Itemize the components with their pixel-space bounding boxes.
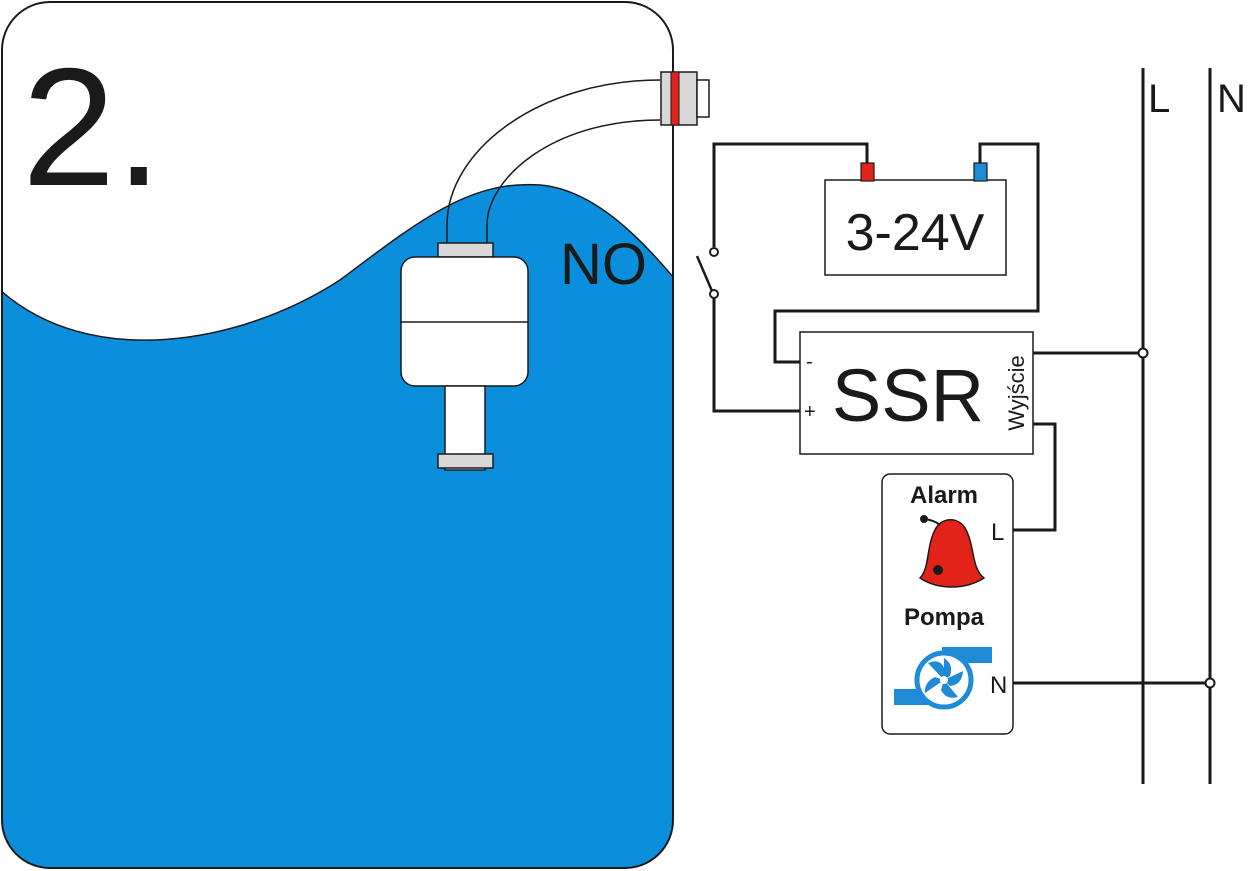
terminal-negative [973, 162, 988, 182]
load-l-label: L [991, 519, 1004, 546]
float-cable-inner [486, 119, 661, 245]
bell-icon [918, 515, 986, 588]
terminal-positive [860, 162, 875, 182]
float-bottom-ring [437, 453, 494, 469]
pump-label: Pompa [904, 604, 985, 631]
load-box: Alarm L Pompa N [881, 473, 1014, 735]
mains-l-label: L [1148, 77, 1170, 121]
load-circuit-wires [1013, 351, 1210, 685]
cable-gland [660, 71, 710, 126]
float-cable [446, 79, 661, 245]
mains-bus: L N [1137, 68, 1246, 784]
pump-icon [894, 647, 992, 710]
ssr-minus-label: - [806, 351, 813, 373]
junction-l [1137, 347, 1149, 359]
ssr-label: SSR [832, 354, 984, 437]
tank-outline [1, 1, 674, 869]
alarm-label: Alarm [910, 482, 978, 509]
float-sensor [400, 79, 661, 471]
load-n-label: N [990, 672, 1007, 699]
mains-n-label: N [1217, 77, 1246, 121]
power-supply: 3-24V [824, 162, 1007, 276]
step-number: 2. [22, 33, 162, 221]
water-surface-line [2, 183, 673, 341]
float-top-ring [437, 242, 494, 258]
ssr-plus-label: + [804, 401, 816, 423]
ssr-output-label: Wyjście [1004, 355, 1029, 431]
junction-n [1204, 677, 1216, 689]
contact-type-label: NO [560, 232, 647, 297]
ssr-relay: SSR - + Wyjście [799, 331, 1034, 455]
power-supply-label: 3-24V [846, 204, 985, 262]
no-switch-contact [695, 247, 719, 299]
control-circuit-wires [712, 142, 1040, 413]
